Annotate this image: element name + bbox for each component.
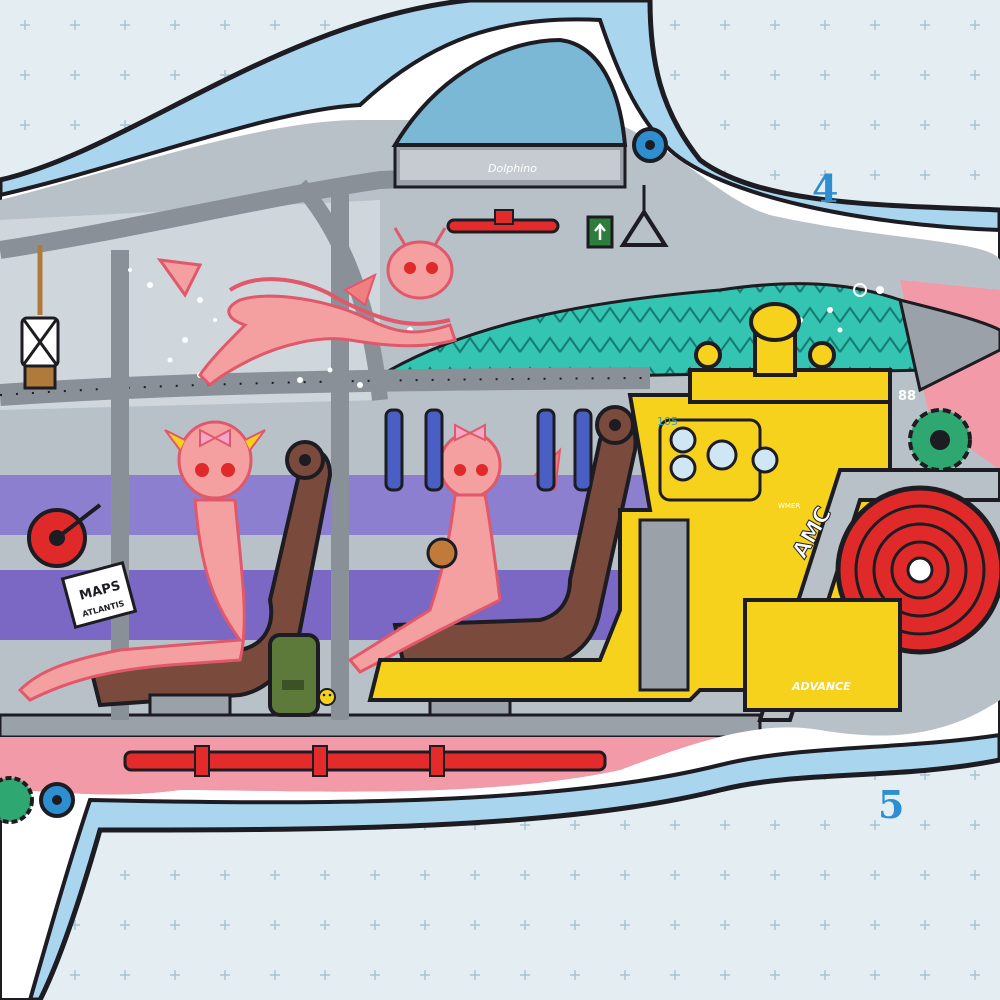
valve-wheel [27, 503, 102, 568]
creature-reading-map [17, 420, 266, 702]
cockpit-dome [391, 37, 628, 147]
smiley-icon [318, 688, 336, 706]
maps-book [60, 560, 138, 630]
pull-handle-icon [619, 185, 669, 247]
nameplate-text: Dolphino [488, 162, 537, 175]
callout-number-4: 4 [812, 166, 839, 211]
callout-number-5: 5 [878, 782, 905, 827]
oil-lamp-icon [20, 245, 60, 390]
gearbox [743, 598, 902, 712]
red-pipe [123, 750, 607, 772]
floating-creature [156, 227, 457, 388]
engine-number: 105 [657, 415, 678, 428]
engine-frame [757, 468, 1000, 722]
gearbox-badge: ADVANCE [791, 680, 851, 693]
backpack [268, 633, 320, 717]
engine-logo: WMER [778, 502, 800, 510]
teddy-bear [426, 537, 458, 569]
hydraulic-cylinders [384, 408, 593, 492]
hull-number: 88 [898, 389, 916, 404]
exit-sign-icon [586, 215, 614, 249]
